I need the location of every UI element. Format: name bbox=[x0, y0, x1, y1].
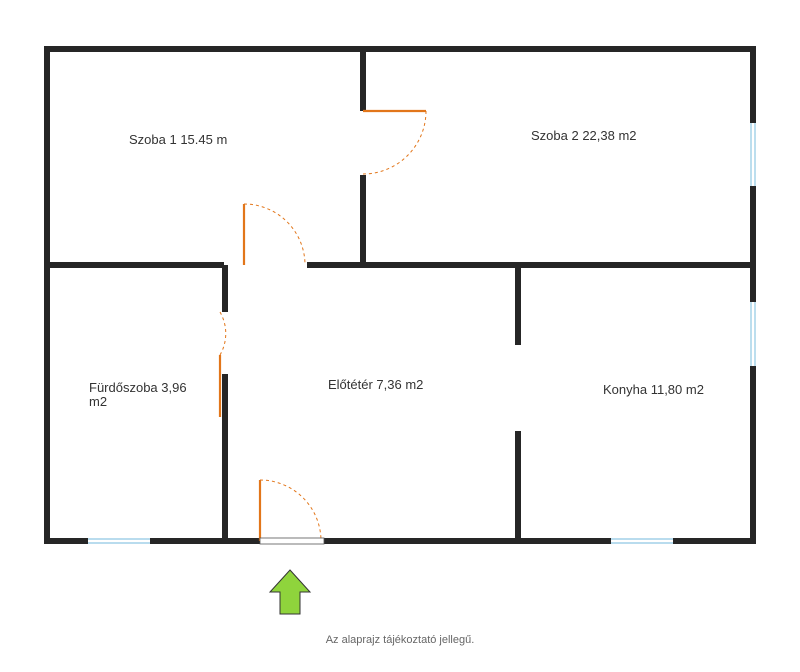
interior-walls bbox=[47, 49, 753, 541]
room-label-szoba1: Szoba 1 15.45 m bbox=[129, 132, 227, 147]
up-arrow-icon bbox=[268, 569, 312, 615]
window-right-upper bbox=[750, 123, 756, 186]
room-labels: Szoba 1 15.45 m Szoba 2 22,38 m2 Fürdősz… bbox=[89, 128, 704, 409]
outer-walls bbox=[44, 46, 756, 544]
window-bottom-left bbox=[88, 538, 150, 544]
disclaimer-note: Az alaprajz tájékoztató jellegű. bbox=[325, 634, 475, 646]
door-szoba1 bbox=[242, 203, 306, 266]
room-label-szoba2: Szoba 2 22,38 m2 bbox=[531, 128, 637, 143]
windows bbox=[88, 123, 756, 544]
room-label-furdoszoba: Fürdőszoba 3,96 bbox=[89, 380, 187, 395]
doors bbox=[218, 109, 427, 545]
door-furdoszoba bbox=[218, 311, 227, 417]
window-bottom-right bbox=[611, 538, 673, 544]
door-entrance bbox=[258, 479, 325, 545]
room-label-eloteter: Előtétér 7,36 m2 bbox=[328, 377, 423, 392]
room-label-furdoszoba-unit: m2 bbox=[89, 394, 107, 409]
door-szoba2 bbox=[362, 109, 427, 175]
window-right-lower bbox=[750, 302, 756, 366]
room-label-konyha: Konyha 11,80 m2 bbox=[603, 382, 704, 397]
